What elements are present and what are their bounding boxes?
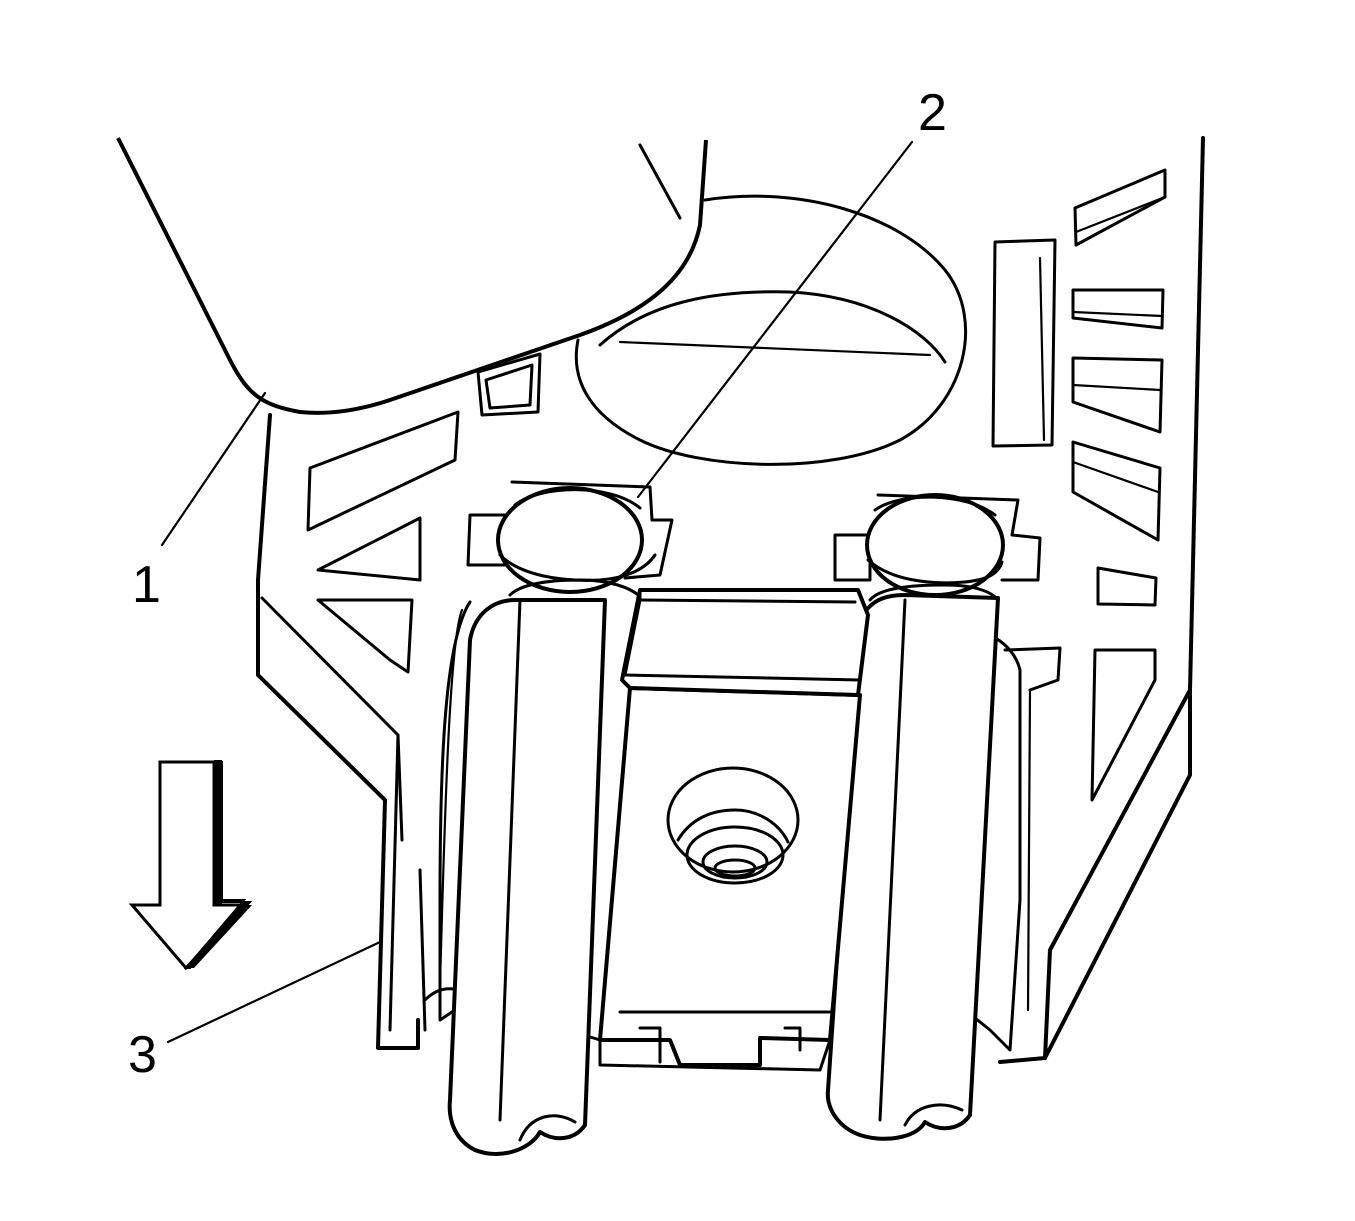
bracket-rail [256,136,1205,1064]
callout-1: 1 [132,556,161,614]
callout-3: 3 [128,1026,157,1084]
leader-line-3 [166,940,382,1044]
leader-line-2 [636,140,914,499]
nut-retainer [423,480,1062,1156]
leader-line-1 [160,391,267,547]
leader-lines [160,140,914,1044]
callout-2: 2 [918,84,947,142]
down-arrow-icon [128,760,253,971]
removal-tool [116,137,708,415]
round-opening [574,194,967,466]
